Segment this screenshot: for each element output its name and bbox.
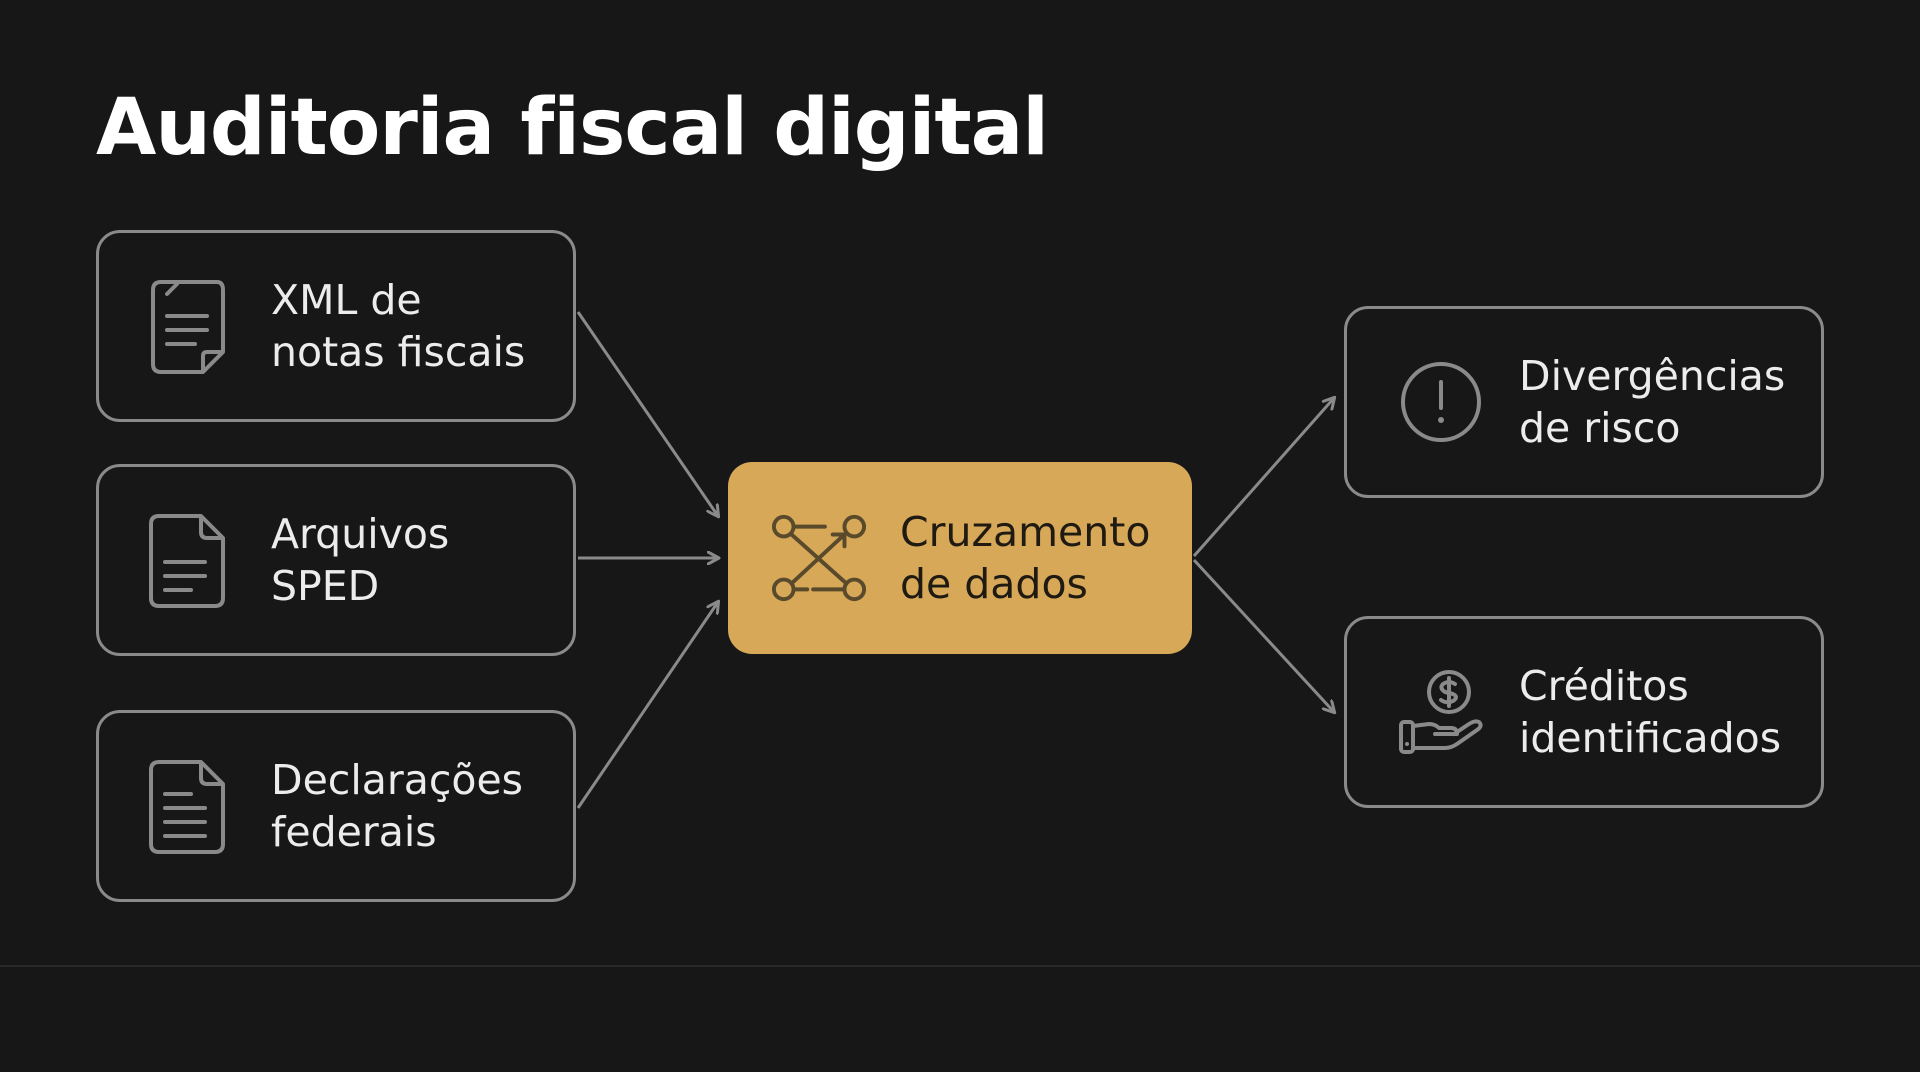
- input-declaracoes-federais: Declarações federais: [96, 710, 576, 902]
- footer-divider: [0, 965, 1920, 967]
- input-label: Arquivos SPED: [271, 508, 449, 612]
- hub-label: Cruzamento de dados: [900, 506, 1150, 610]
- document-icon: [149, 760, 225, 854]
- input-label-line2: notas fiscais: [271, 328, 526, 376]
- input-xml-notas-fiscais: XML de notas fiscais: [96, 230, 576, 422]
- document-icon: [149, 514, 225, 608]
- hub-label-line1: Cruzamento: [900, 508, 1151, 556]
- input-label-line2: SPED: [271, 562, 380, 610]
- document-folded-corner-icon: [151, 280, 225, 374]
- alert-circle-icon: [1401, 362, 1481, 442]
- output-creditos-identificados: Créditos identificados: [1344, 616, 1824, 808]
- arrow-declaracoes-to-hub: [576, 602, 718, 809]
- arrow-xml-to-hub: [576, 311, 718, 516]
- output-label-line1: Divergências: [1519, 352, 1786, 400]
- output-label: Divergências de risco: [1519, 350, 1785, 454]
- input-label: XML de notas fiscais: [271, 274, 525, 378]
- input-label-line1: Declarações: [271, 756, 524, 804]
- output-label-line1: Créditos: [1519, 662, 1689, 710]
- hub-label-line2: de dados: [900, 560, 1088, 608]
- input-label-line2: federais: [271, 808, 437, 856]
- arrow-hub-to-creditos: [1192, 558, 1334, 712]
- input-label-line1: XML de: [271, 276, 422, 324]
- output-divergencias-de-risco: Divergências de risco: [1344, 306, 1824, 498]
- output-label-line2: de risco: [1519, 404, 1681, 452]
- data-crossing-network-icon: [771, 514, 867, 602]
- hand-coin-icon: [1399, 670, 1483, 754]
- hub-cruzamento-de-dados: Cruzamento de dados: [728, 462, 1192, 654]
- page-title: Auditoria fiscal digital: [96, 83, 1049, 173]
- input-label-line1: Arquivos: [271, 510, 450, 558]
- input-arquivos-sped: Arquivos SPED: [96, 464, 576, 656]
- arrow-hub-to-divergencias: [1192, 398, 1334, 557]
- output-label: Créditos identificados: [1519, 660, 1781, 764]
- output-label-line2: identificados: [1519, 714, 1782, 762]
- input-label: Declarações federais: [271, 754, 523, 858]
